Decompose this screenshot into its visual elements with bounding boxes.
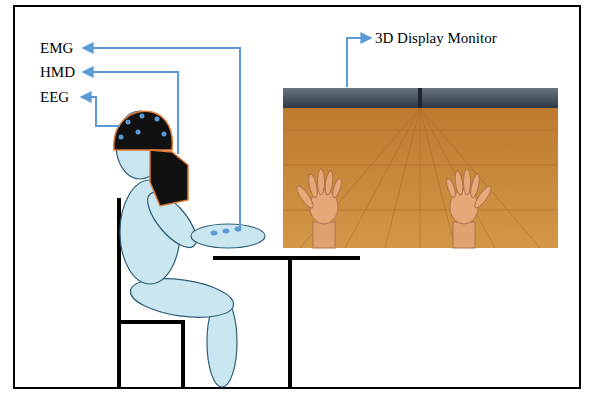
emg-electrodes	[211, 227, 242, 236]
eeg-electrodes	[119, 114, 167, 140]
head-mounted-display	[150, 150, 188, 206]
signal-label: EEG	[40, 90, 69, 105]
left-virtual-hand	[294, 169, 343, 248]
seated-person	[116, 111, 265, 387]
leader-arrows	[82, 38, 370, 229]
wall-band	[283, 88, 558, 108]
eeg-cap	[114, 111, 173, 150]
wood-floor	[283, 88, 558, 248]
emg-leader	[84, 48, 240, 229]
display-monitor	[283, 88, 558, 248]
outer-border	[14, 6, 580, 388]
eeg-leader	[82, 97, 120, 126]
hmd-leader	[84, 72, 178, 154]
right-virtual-hand	[445, 169, 494, 248]
wall-notch	[418, 88, 422, 108]
wood-grain	[283, 108, 558, 248]
device-label: HMD	[40, 65, 75, 80]
forearm	[191, 224, 265, 248]
signal-label: EMG	[40, 41, 73, 56]
device-label: 3D Display Monitor	[375, 31, 497, 46]
monitor-leader	[347, 38, 370, 87]
